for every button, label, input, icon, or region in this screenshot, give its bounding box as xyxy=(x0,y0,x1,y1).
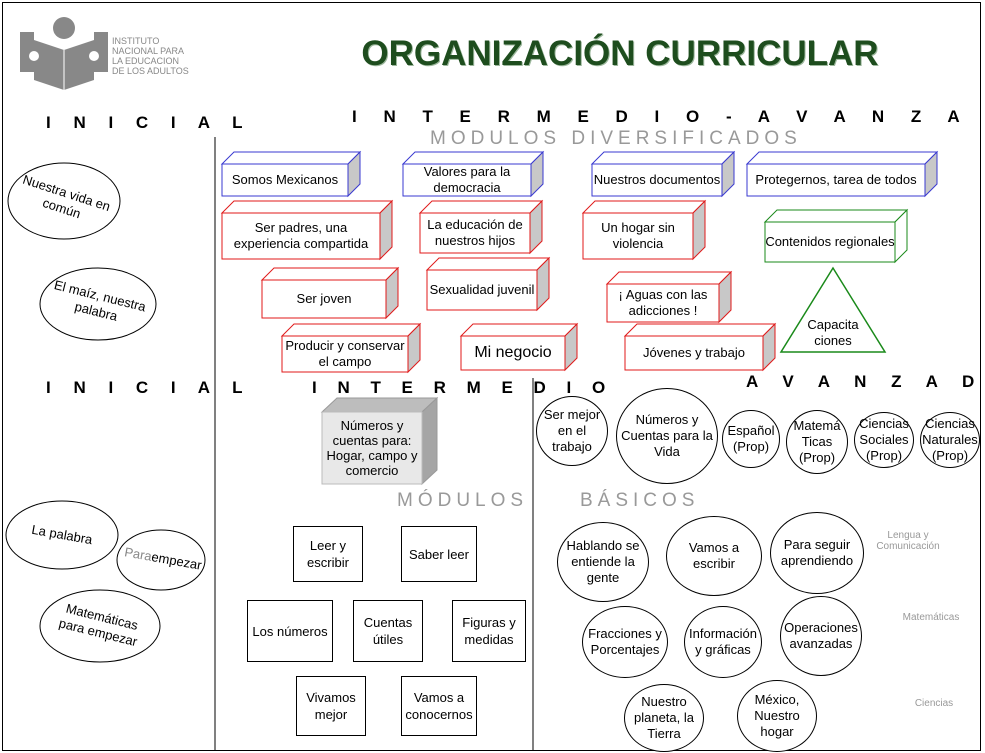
module-box-red-0 xyxy=(220,199,394,261)
module-label-red-0: Ser padres, una experiencia compartida xyxy=(233,220,369,251)
ellipse-matematicas xyxy=(39,589,161,663)
basico-figuras-medidas: Figuras y medidas xyxy=(452,600,526,662)
basico-cuentas-utiles: Cuentas útiles xyxy=(353,600,423,662)
header-intermedio: I N T E R M E D I O xyxy=(312,378,614,397)
module-label-red-6: Producir y conservar el campo xyxy=(285,338,405,369)
module-box-red-7 xyxy=(459,322,579,372)
ellipse-el-maiz xyxy=(39,267,157,341)
module-label-green: Contenidos regionales xyxy=(765,234,895,249)
module-box-blue-3 xyxy=(745,150,939,198)
module-label-blue-2: Nuestros documentos xyxy=(593,172,721,187)
header-basicos: BÁSICOS xyxy=(580,490,700,511)
module-label-red-1: La educación de nuestros hijos xyxy=(427,217,523,248)
module-label-red-2: Un hogar sin violencia xyxy=(601,220,675,251)
logo-line-3: LA EDUCACION xyxy=(112,56,180,66)
basico-los-numeros: Los números xyxy=(247,600,333,662)
module-label-red-3: Ser joven xyxy=(296,291,352,306)
module-label-red-5: ¡ Aguas con las adicciones ! xyxy=(618,287,708,318)
basico-leer-escribir: Leer y escribir xyxy=(293,526,363,582)
basico-vamos-conocernos: Vamos a conocernos xyxy=(401,676,477,736)
module-box-blue-0 xyxy=(220,150,362,198)
ellipse-para-empezar xyxy=(116,529,206,591)
module-boxes-layer xyxy=(220,150,939,374)
avanzado-circle-4: Matemá Ticas (Prop) xyxy=(786,410,848,474)
logo-text: INSTITUTO NACIONAL PARA LA EDUCACION DE … xyxy=(112,36,222,76)
module-box-blue-2 xyxy=(590,150,736,198)
basico-saber-leer: Saber leer xyxy=(401,526,477,582)
intermedio-cube-shape xyxy=(320,396,439,486)
module-box-green xyxy=(763,208,909,264)
module-label-red-4: Sexualidad juvenil xyxy=(429,282,535,297)
area-lengua: Lengua y Comunicación xyxy=(876,530,940,552)
inea-logo-icon xyxy=(20,17,108,90)
module-label-red-8: Jóvenes y trabajo xyxy=(643,345,745,360)
module-box-red-2 xyxy=(581,199,707,261)
area-matematicas: Matemáticas xyxy=(902,612,960,623)
basico-operaciones: Operaciones avanzadas xyxy=(780,596,862,676)
ellipse-la-palabra xyxy=(5,500,119,570)
ellipse-nuestra-vida xyxy=(7,162,121,240)
intermedio-cube-label: Números y cuentas para: Hogar, campo y c… xyxy=(326,418,418,478)
module-box-red-1 xyxy=(418,199,544,255)
module-box-red-6 xyxy=(280,322,422,374)
module-label-blue-1: Valores para la democracia xyxy=(423,164,511,195)
basico-vamos-escribir: Vamos a escribir xyxy=(666,516,762,596)
basico-nuestro-planeta: Nuestro planeta, la Tierra xyxy=(624,684,704,752)
header-intermedio-avanzado: I N T E R M E D I O - A V A N Z A D O xyxy=(352,107,985,126)
triangle-capacitaciones xyxy=(779,266,887,353)
header-modulos: MÓDULOS xyxy=(397,490,529,511)
avanzado-circle-3: Español (Prop) xyxy=(722,410,780,468)
avanzado-circle-6: Ciencias Naturales (Prop) xyxy=(920,412,980,468)
avanzado-circle-5: Ciencias Sociales (Prop) xyxy=(854,412,914,468)
header-inicial-mid: I N I C I A L xyxy=(46,378,252,397)
module-box-red-3 xyxy=(260,266,400,320)
header-modulos-diversificados: MODULOS DIVERSIFICADOS xyxy=(430,128,802,149)
module-label-blue-3: Protegernos, tarea de todos xyxy=(755,172,917,187)
page-title: ORGANIZACIÓN CURRICULAR xyxy=(361,34,879,73)
module-box-red-5 xyxy=(605,270,733,324)
module-box-red-4 xyxy=(425,256,551,312)
module-box-red-8 xyxy=(623,322,777,372)
module-label-blue-0: Somos Mexicanos xyxy=(231,172,339,187)
basico-hablando: Hablando se entiende la gente xyxy=(557,522,649,602)
area-ciencias: Ciencias xyxy=(914,698,954,709)
module-box-blue-1 xyxy=(401,150,545,198)
logo-line-1: INSTITUTO xyxy=(112,36,160,46)
basico-fracciones: Fracciones y Porcentajes xyxy=(582,606,668,678)
header-inicial-top: I N I C I A L xyxy=(46,113,252,132)
basico-mexico-hogar: México, Nuestro hogar xyxy=(737,680,817,752)
basico-vivamos-mejor: Vivamos mejor xyxy=(296,676,366,736)
avanzado-circle-2: Números y Cuentas para la Vida xyxy=(616,388,718,484)
triangle-label-capacitaciones: Capacita ciones xyxy=(807,317,859,348)
avanzado-circle-1: Ser mejor en el trabajo xyxy=(536,396,608,466)
basico-informacion: Información y gráficas xyxy=(684,606,762,678)
logo-line-2: NACIONAL PARA xyxy=(112,46,185,56)
basico-para-seguir: Para seguir aprendiendo xyxy=(770,512,864,594)
header-avanzado: A V A N Z A D O xyxy=(746,372,985,391)
logo-line-4: DE LOS ADULTOS xyxy=(112,66,189,76)
module-label-red-7: Mi negocio xyxy=(474,344,552,361)
